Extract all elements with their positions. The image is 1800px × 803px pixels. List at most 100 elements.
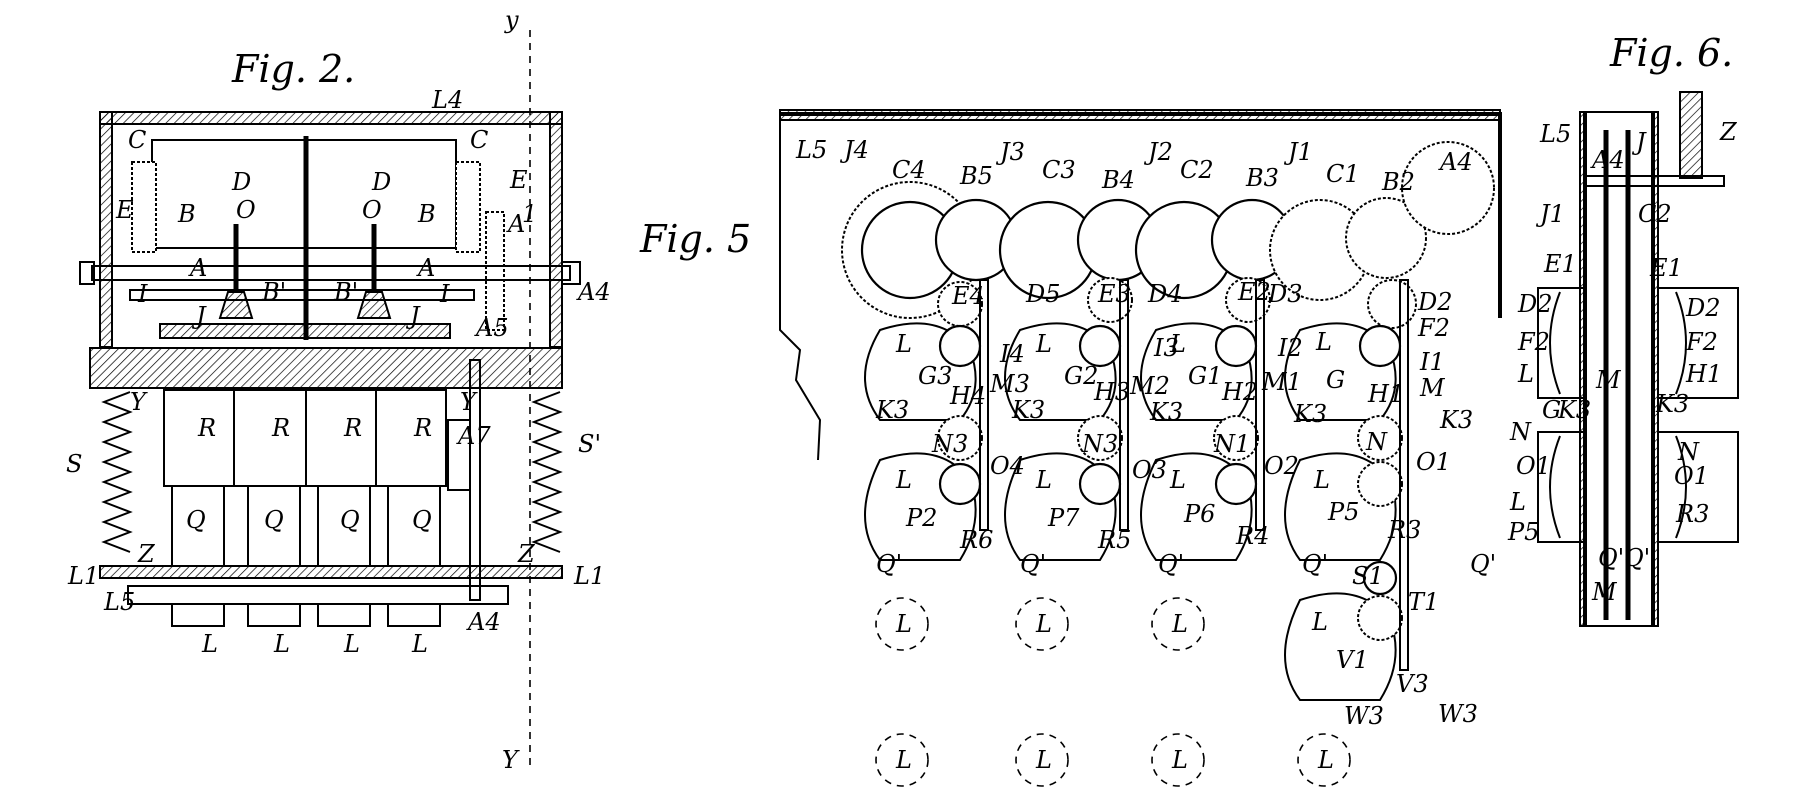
- path: [1675, 291, 1687, 395]
- shaft-end-right: [561, 261, 581, 285]
- circle: [1015, 733, 1069, 787]
- circle: [1213, 415, 1259, 461]
- ref-label: L: [1171, 746, 1188, 774]
- circle: [1214, 324, 1258, 368]
- ref-label: M: [1591, 578, 1618, 606]
- ref-label: I2: [1277, 334, 1303, 362]
- ref-label: D: [371, 168, 391, 196]
- ref-label: C1: [1326, 160, 1360, 188]
- gear-a1: [485, 211, 505, 331]
- ref-label: J3: [995, 138, 1025, 166]
- ref-label: G: [1542, 396, 1561, 424]
- ref-label: N3: [1081, 430, 1118, 458]
- ref-label: L1: [573, 562, 605, 590]
- ref-label: J: [1631, 128, 1647, 156]
- circle: [938, 462, 982, 506]
- circle: [875, 597, 929, 651]
- spring-s-right: [531, 391, 563, 553]
- path: [1549, 435, 1561, 539]
- figure-2: Fig. 2.: [66, 6, 611, 774]
- lens-box-lower-left: [1537, 431, 1585, 543]
- ref-label: P6: [1183, 500, 1215, 528]
- mechanism-rows: [864, 277, 1417, 701]
- shaft-end-left: [79, 261, 95, 285]
- ref-label: S: [66, 450, 82, 478]
- ref-label: I1: [1419, 348, 1445, 376]
- circle: [1015, 597, 1069, 651]
- ref-label: K3: [1011, 396, 1045, 424]
- ref-label: N1: [1213, 430, 1250, 458]
- block-z: [1679, 91, 1703, 179]
- gear-a4: [1401, 141, 1495, 235]
- casing-left: [99, 111, 113, 348]
- ref-label: M1: [1261, 368, 1302, 396]
- figure-5: Fig. 5: [639, 109, 1502, 787]
- ref-label: N: [1509, 418, 1532, 446]
- circle: [1362, 560, 1398, 596]
- ref-label: L: [895, 330, 912, 358]
- ref-label: Y: [502, 746, 520, 774]
- lens-l-2: [247, 603, 301, 627]
- ref-label: K3: [1439, 406, 1473, 434]
- fig6-title: Fig. 6.: [1609, 31, 1733, 75]
- ref-label: G3: [918, 362, 952, 390]
- circle: [1078, 324, 1122, 368]
- ref-label: E1: [1543, 250, 1577, 278]
- ref-label: A4: [576, 278, 611, 306]
- ref-label: H4: [949, 382, 986, 410]
- circle: [1357, 461, 1403, 507]
- ref-label: B': [333, 278, 358, 306]
- circle: [1358, 324, 1402, 368]
- ref-label: B4: [1101, 166, 1135, 194]
- ref-label: L: [895, 466, 912, 494]
- ref-label: A: [188, 254, 207, 282]
- ref-label: V1: [1336, 646, 1369, 674]
- ref-label: D3: [1267, 280, 1303, 308]
- lens-l-1: [171, 603, 225, 627]
- ref-label: Z: [1719, 118, 1738, 146]
- ref-label: I4: [999, 340, 1025, 368]
- circle: [1297, 733, 1351, 787]
- lens-l-4: [387, 603, 441, 627]
- ref-label: P5: [1327, 498, 1359, 526]
- ref-label: I: [439, 280, 450, 308]
- lens-l-3: [317, 603, 371, 627]
- rect: [1255, 279, 1265, 531]
- circle: [937, 281, 983, 327]
- ref-label: L1: [67, 562, 99, 590]
- ref-label: O: [236, 196, 256, 224]
- fig2-title: Fig. 2.: [231, 47, 355, 91]
- casing-top: [99, 111, 563, 125]
- ref-label: D4: [1147, 280, 1183, 308]
- ref-label: Q': [876, 550, 902, 578]
- ref-label: S1: [1352, 562, 1384, 590]
- ref-label: A: [506, 210, 525, 238]
- ref-label: J2: [1143, 138, 1173, 166]
- ref-label: Q': [1302, 550, 1328, 578]
- ref-label: B: [417, 200, 436, 228]
- ref-label: M: [1595, 366, 1622, 394]
- ref-label: B2: [1381, 168, 1415, 196]
- ref-label: L: [1035, 610, 1052, 638]
- ref-label: W3: [1344, 702, 1384, 730]
- ref-label: L5: [795, 136, 827, 164]
- ref-label: R: [343, 414, 362, 442]
- ref-label: A4: [1590, 146, 1625, 174]
- ref-label: O: [362, 196, 382, 224]
- ref-label: L: [1035, 746, 1052, 774]
- ref-label: T1: [1408, 588, 1439, 616]
- ref-label: O1: [1516, 452, 1551, 480]
- ref-label: D5: [1025, 280, 1061, 308]
- ref-label: L: [1313, 466, 1330, 494]
- ref-label: G1: [1188, 362, 1222, 390]
- circle: [1357, 595, 1403, 641]
- gear-c-left: [131, 161, 157, 253]
- ref-label: L5: [103, 588, 135, 616]
- drum-d-left: [151, 139, 307, 249]
- ref-label: L5: [1539, 120, 1571, 148]
- spring-s-left: [101, 391, 133, 553]
- ref-label: L: [1317, 746, 1334, 774]
- ref-label: K3: [1655, 390, 1689, 418]
